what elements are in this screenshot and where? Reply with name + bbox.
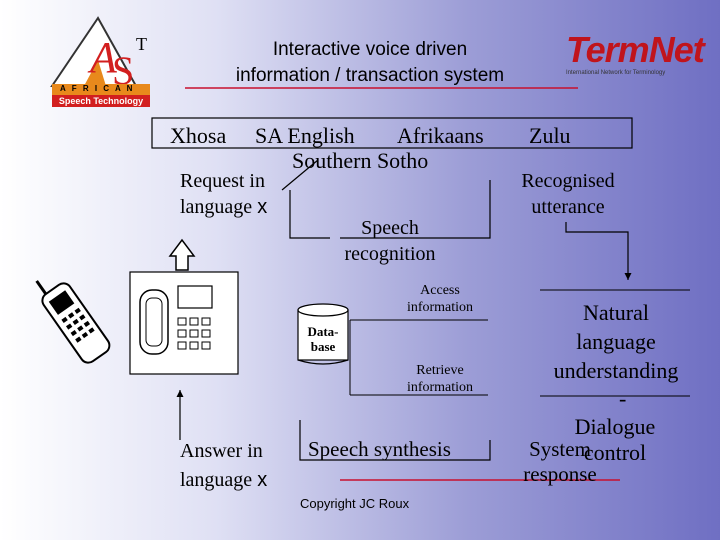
african-speech-technology-logo: A S T A F R I C A N Speech Technology bbox=[50, 14, 162, 108]
desk-phone-icon bbox=[129, 271, 239, 375]
request-label: Request in language x bbox=[180, 170, 268, 218]
recognition-bracket bbox=[340, 180, 491, 239]
database-label: Data- base bbox=[307, 324, 339, 354]
svg-text:T: T bbox=[136, 34, 147, 54]
svg-text:S: S bbox=[112, 48, 134, 93]
lang-southern-sotho: Southern Sotho bbox=[292, 148, 429, 173]
lang-xhosa: Xhosa bbox=[170, 123, 227, 148]
logo-band-text: A F R I C A N bbox=[60, 84, 135, 93]
ast-logo-graphic: A S T bbox=[50, 16, 150, 95]
speech-synthesis-label: Speech synthesis bbox=[308, 437, 451, 461]
request-x: x bbox=[257, 196, 268, 218]
mobile-phone-icon bbox=[35, 280, 111, 364]
database-icon bbox=[297, 303, 349, 365]
lang-zulu: Zulu bbox=[529, 123, 571, 148]
answer-x: x bbox=[257, 469, 268, 491]
page-title-line2: information / transaction system bbox=[235, 65, 505, 86]
recognised-utterance-label: Recognised utterance bbox=[521, 170, 615, 218]
request-bracket bbox=[289, 190, 330, 239]
termnet-logo: TermNet International Network for Termin… bbox=[566, 30, 714, 86]
svg-text:A: A bbox=[87, 33, 118, 82]
termnet-brand: TermNet bbox=[566, 29, 705, 70]
system-response-label: System response bbox=[523, 437, 597, 486]
lang-sa-english: SA English bbox=[255, 123, 355, 148]
lang-afrikaans: Afrikaans bbox=[397, 123, 484, 148]
nlu-dash: - bbox=[619, 386, 627, 411]
logo-tag: Speech Technology bbox=[52, 95, 150, 107]
dialogue-control-label: Dialogue control bbox=[574, 414, 656, 465]
answer-label: Answer in language x bbox=[180, 440, 268, 491]
sotho-to-request-line bbox=[281, 159, 319, 191]
copyright-text: Copyright JC Roux bbox=[300, 496, 410, 511]
up-arrow-icon bbox=[168, 238, 196, 271]
retrieve-information-label: Retrieve information bbox=[406, 363, 474, 395]
language-box bbox=[151, 117, 633, 149]
synthesis-bracket bbox=[299, 440, 491, 461]
nlu-label: Natural language understanding bbox=[553, 300, 679, 383]
recognised-to-nlu-arrow bbox=[565, 222, 632, 280]
page-title-line1: Interactive voice driven bbox=[272, 39, 468, 60]
termnet-subtitle: International Network for Terminology bbox=[566, 70, 666, 76]
access-information-label: Access information bbox=[406, 283, 474, 315]
speech-recognition-label: Speech recognition bbox=[344, 217, 436, 265]
